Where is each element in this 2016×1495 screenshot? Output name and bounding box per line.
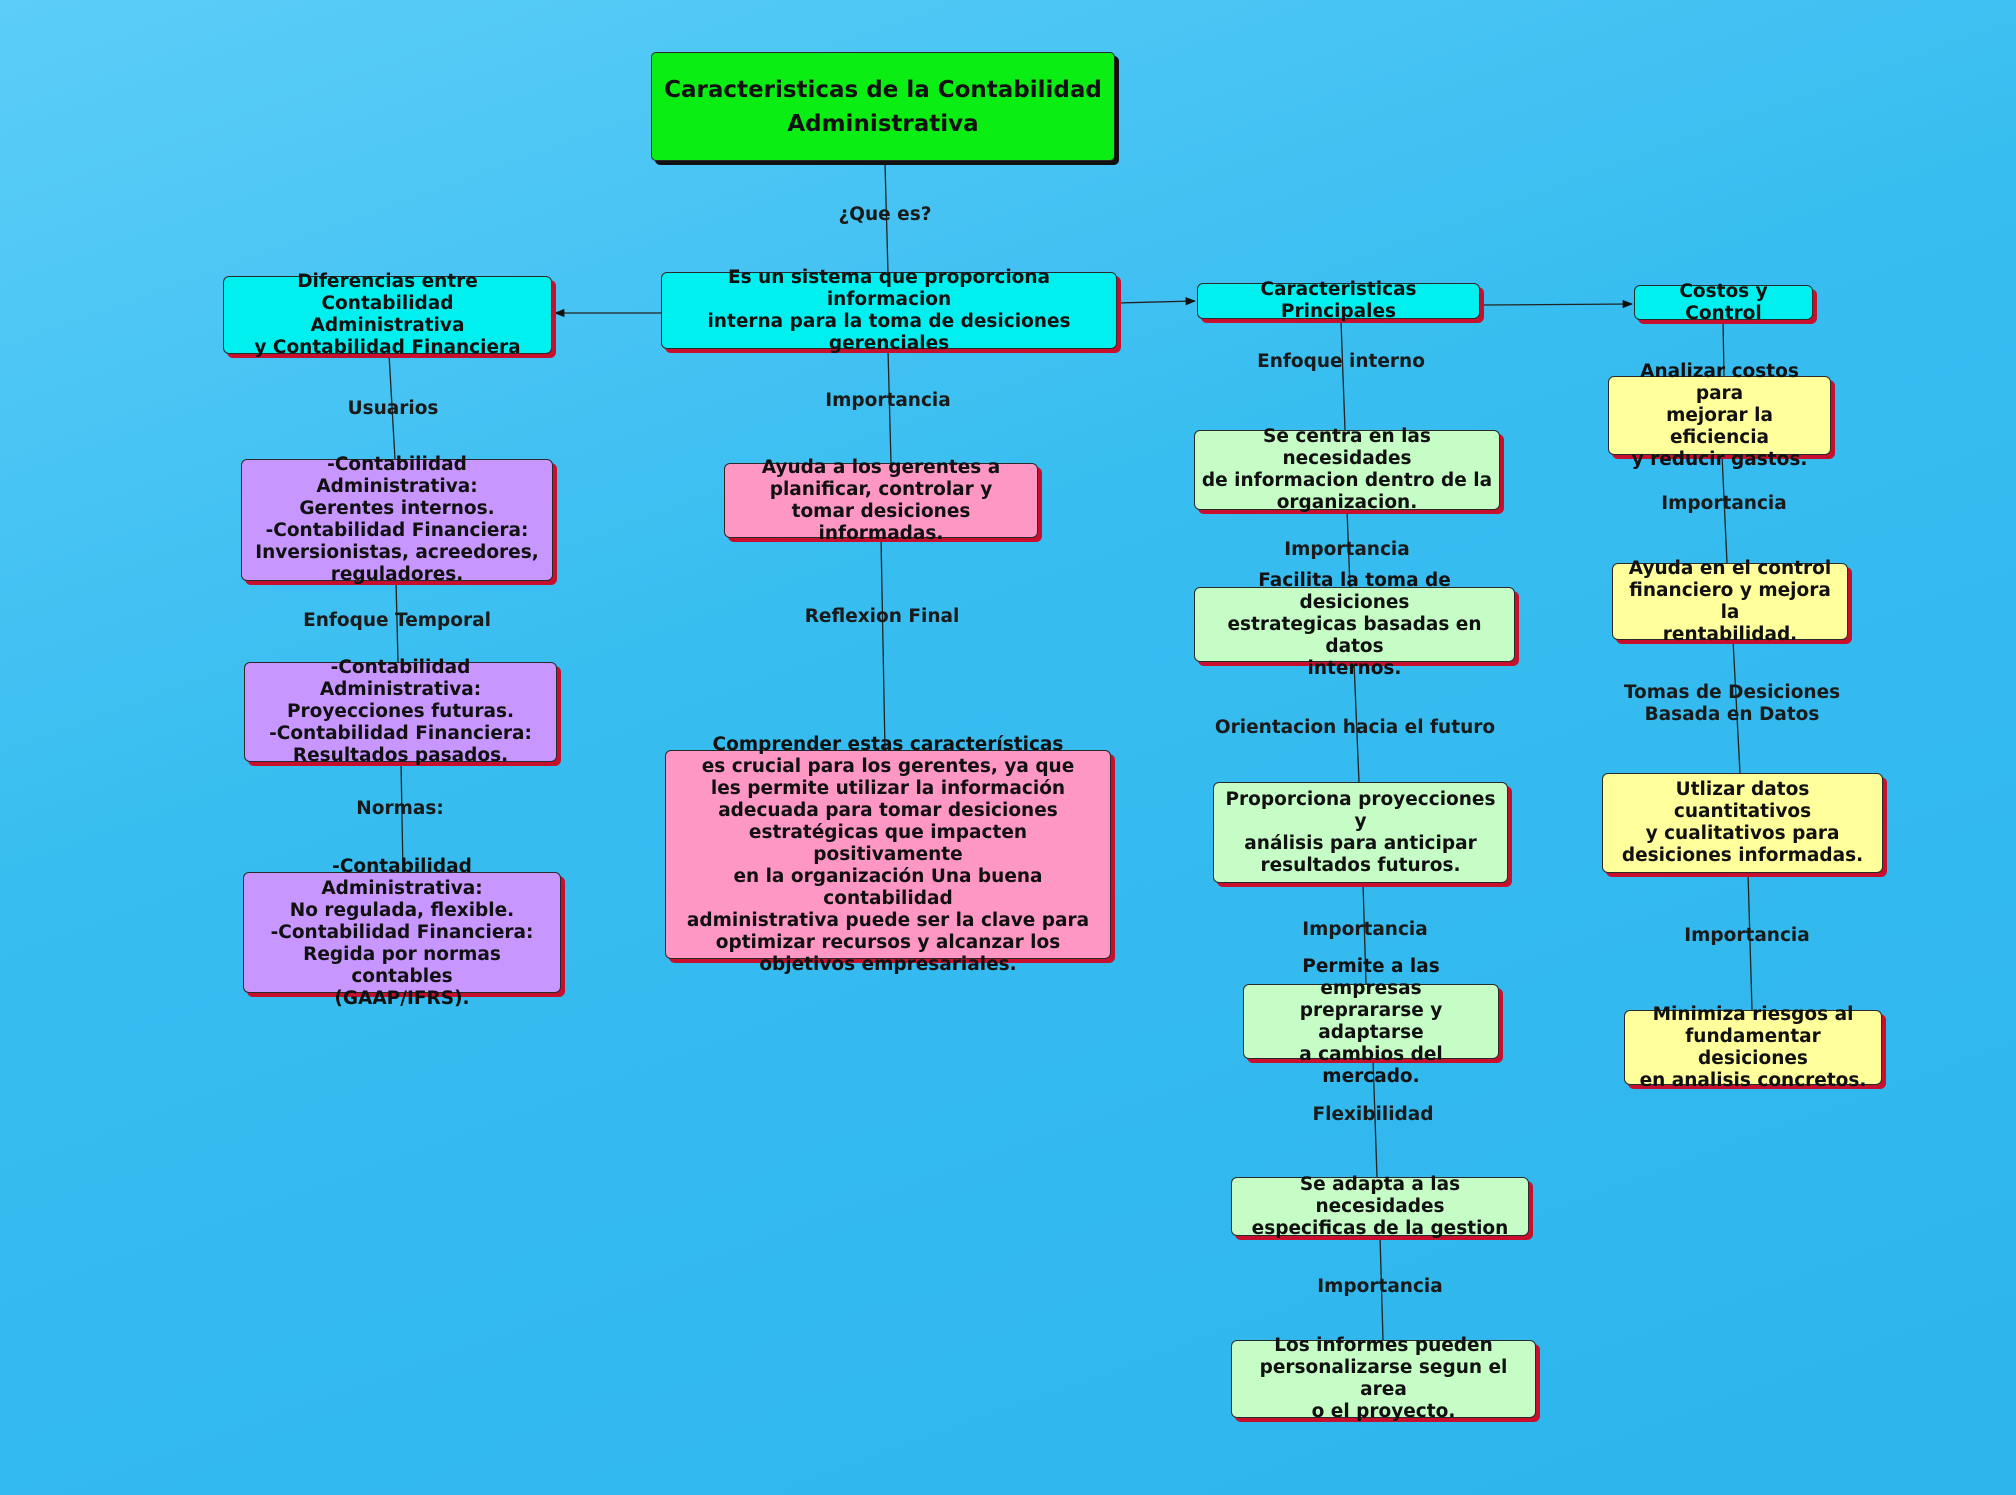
connector-label-que-es: ¿Que es?	[838, 204, 932, 225]
node-definicion[interactable]: Es un sistema que proporciona informacio…	[661, 267, 1117, 354]
node-costos-control[interactable]: Costos y Control	[1634, 281, 1813, 324]
connector-label-flexibilidad: Flexibilidad	[1312, 1104, 1434, 1125]
connector-label-orientacion-futuro: Orientacion hacia el futuro	[1214, 717, 1496, 738]
connector-label-reflexion-final: Reflexion Final	[804, 606, 960, 627]
connector-line	[1362, 882, 1367, 985]
connector-arrow	[1482, 299, 1634, 309]
node-normas-detalle[interactable]: -Contabilidad Administrativa: No regulad…	[243, 856, 561, 1009]
connector-line	[400, 761, 404, 873]
connector-label-normas: Normas:	[356, 798, 444, 819]
connector-label-importancia: Importancia	[1317, 1276, 1443, 1297]
connector-label-importancia: Importancia	[1302, 919, 1428, 940]
connector-label-importancia: Importancia	[825, 390, 951, 411]
node-enfoque-temporal-detalle[interactable]: -Contabilidad Administrativa: Proyeccion…	[244, 657, 557, 766]
node-caracteristicas-principales[interactable]: Caracteristicas Principales	[1197, 279, 1480, 322]
map-title[interactable]: Caracteristicas de la Contabilidad Admin…	[651, 52, 1115, 161]
connector-label-tomas-desiciones: Tomas de Desiciones Basada en Datos	[1623, 682, 1841, 725]
connector-line	[395, 580, 399, 663]
node-facilita[interactable]: Facilita la toma de desiciones estrategi…	[1194, 570, 1515, 679]
node-se-centra[interactable]: Se centra en las necesidades de informac…	[1194, 426, 1500, 513]
connector-line	[880, 537, 886, 751]
connector-label-importancia: Importancia	[1284, 539, 1410, 560]
node-analizar-costos[interactable]: Analizar costos para mejorar la eficienc…	[1608, 361, 1831, 470]
connector-line	[1379, 1235, 1384, 1341]
connector-line	[1353, 661, 1360, 783]
connector-line	[884, 162, 889, 274]
node-ayuda-gerentes[interactable]: Ayuda a los gerentes a planificar, contr…	[724, 457, 1038, 544]
connector-line	[1732, 639, 1741, 774]
connector-label-importancia: Importancia	[1661, 493, 1787, 514]
node-se-adapta[interactable]: Se adapta a las necesidades especificas …	[1231, 1174, 1529, 1239]
connector-line	[1340, 320, 1346, 431]
node-ayuda-control[interactable]: Ayuda en el control financiero y mejora …	[1612, 558, 1848, 645]
node-proporciona[interactable]: Proporciona proyecciones y análisis para…	[1213, 782, 1508, 883]
connector-label-importancia: Importancia	[1684, 925, 1810, 946]
connector-arrow	[1116, 297, 1197, 306]
connector-line	[1346, 509, 1351, 588]
node-informes[interactable]: Los informes pueden personalizarse segun…	[1231, 1335, 1536, 1422]
connector-line	[1721, 454, 1728, 564]
node-diferencias[interactable]: Diferencias entre Contabilidad Administr…	[223, 271, 552, 358]
node-usuarios-detalle[interactable]: -Contabilidad Administrativa: Gerentes i…	[241, 454, 553, 585]
connector-line	[1747, 872, 1753, 1011]
connector-line	[1722, 320, 1725, 377]
node-utilizar-datos[interactable]: Utlizar datos cuantitativos y cualitativ…	[1602, 773, 1883, 873]
connector-label-enfoque-interno: Enfoque interno	[1257, 351, 1425, 372]
connector-line	[887, 349, 892, 464]
node-reflexion-final[interactable]: Comprender estas características es cruc…	[665, 734, 1111, 975]
connector-label-usuarios: Usuarios	[347, 398, 439, 419]
connector-label-enfoque-temporal: Enfoque Temporal	[303, 610, 491, 631]
node-minimiza-riesgos[interactable]: Minimiza riesgos al fundamentar desicion…	[1624, 1004, 1882, 1091]
connector-line	[1372, 1058, 1378, 1178]
connector-line	[388, 353, 396, 460]
node-permite[interactable]: Permite a las empresas preprararse y ada…	[1243, 956, 1499, 1087]
